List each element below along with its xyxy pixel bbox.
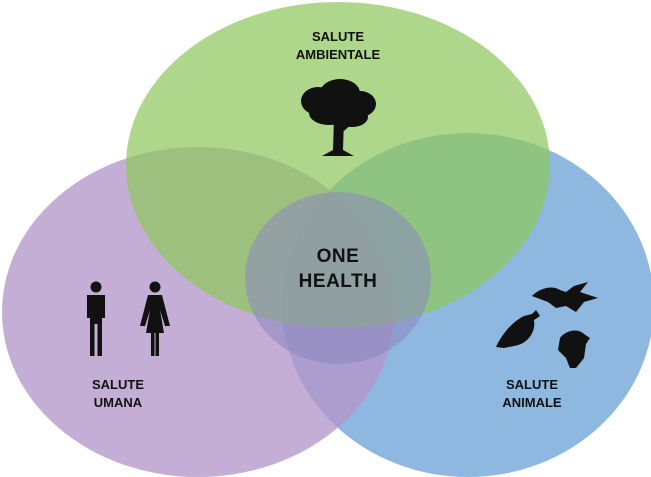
animal-label-line1: SALUTE [506, 377, 558, 392]
one-health-core-circle [245, 192, 431, 364]
animal-label-line2: ANIMALE [502, 395, 562, 410]
man-woman-icon [87, 281, 170, 356]
birds-icon [496, 282, 598, 368]
tree-icon [301, 79, 376, 156]
environmental-label-line1: SALUTE [312, 29, 364, 44]
human-label-line1: SALUTE [92, 377, 144, 392]
one-health-label-line1: ONE [317, 246, 360, 267]
environmental-health-circle [126, 2, 550, 328]
one-health-label-line2: HEALTH [299, 271, 378, 292]
human-label-line2: UMANA [94, 395, 143, 410]
environmental-label-line2: AMBIENTALE [296, 47, 381, 62]
